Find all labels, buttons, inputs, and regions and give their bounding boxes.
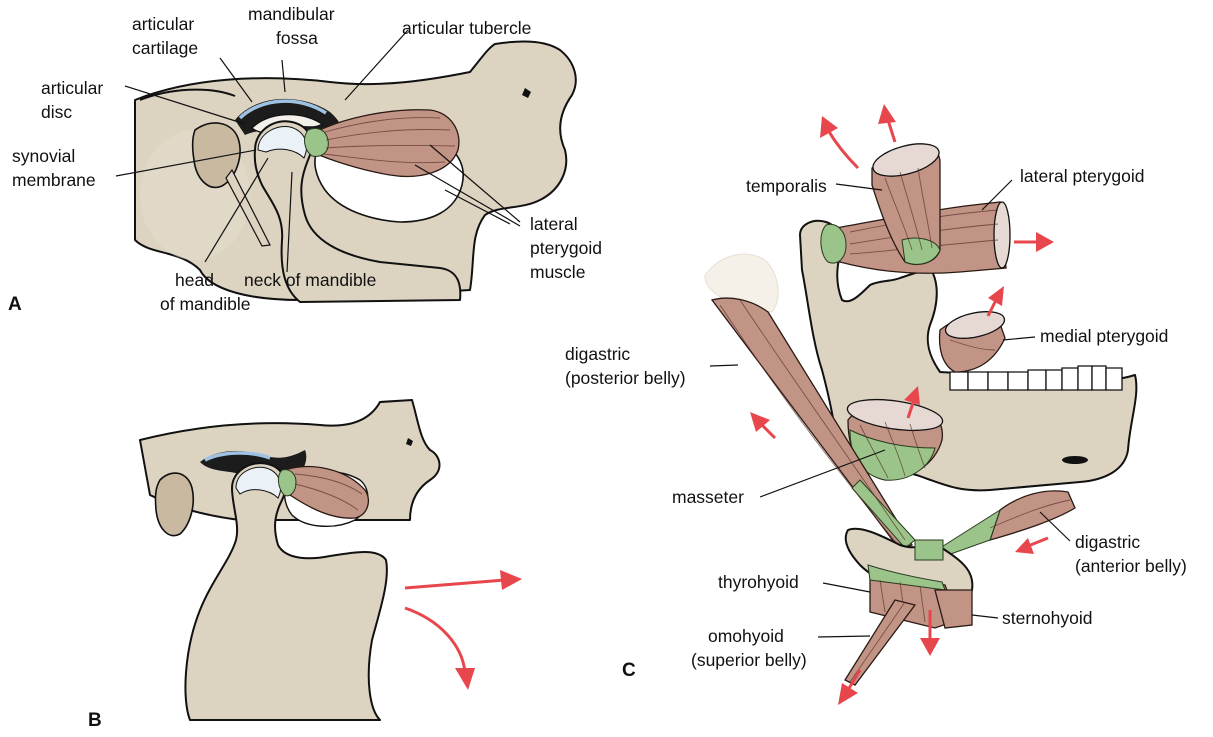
label-head-of-mandible-l2: of mandible bbox=[160, 294, 250, 314]
movement-arrows-b bbox=[405, 570, 522, 690]
panel-letter-c: C bbox=[622, 660, 636, 681]
label-thyrohyoid: thyrohyoid bbox=[718, 572, 799, 592]
label-digastric-anterior-l2: (anterior belly) bbox=[1075, 556, 1187, 576]
label-articular-tubercle: articular tubercle bbox=[402, 18, 531, 38]
label-lateral-pterygoid-muscle-l1: lateral bbox=[530, 214, 578, 234]
label-lateral-pterygoid: lateral pterygoid bbox=[1020, 166, 1145, 186]
label-neck-of-mandible: neck of mandible bbox=[244, 270, 376, 290]
label-medial-pterygoid: medial pterygoid bbox=[1040, 326, 1168, 346]
panel-a-illustration bbox=[116, 30, 576, 302]
hyoid-tendon-c bbox=[915, 540, 943, 560]
label-masseter: masseter bbox=[672, 487, 744, 507]
teeth-c bbox=[950, 366, 1122, 390]
medial-pterygoid-muscle-c bbox=[940, 307, 1007, 372]
label-articular-cartilage-l1: articular bbox=[132, 14, 194, 34]
mental-foramen-c bbox=[1062, 456, 1088, 464]
ear-canal-region-b bbox=[155, 473, 193, 536]
label-mandibular-fossa-l2: fossa bbox=[276, 28, 318, 48]
label-lateral-pterygoid-muscle-l2: pterygoid bbox=[530, 238, 602, 258]
label-sternohyoid: sternohyoid bbox=[1002, 608, 1092, 628]
label-temporalis: temporalis bbox=[746, 176, 827, 196]
label-mandibular-fossa-l1: mandibular bbox=[248, 4, 335, 24]
label-synovial-membrane-l2: membrane bbox=[12, 170, 96, 190]
panel-letter-a: A bbox=[8, 294, 22, 315]
digastric-anterior-belly-c bbox=[940, 491, 1075, 556]
label-digastric-posterior-l1: digastric bbox=[565, 344, 630, 364]
label-articular-disc-l1: articular bbox=[41, 78, 103, 98]
label-synovial-membrane-l1: synovial bbox=[12, 146, 75, 166]
label-head-of-mandible-l1: head bbox=[175, 270, 214, 290]
label-articular-cartilage-l2: cartilage bbox=[132, 38, 198, 58]
label-lateral-pterygoid-muscle-l3: muscle bbox=[530, 262, 585, 282]
label-omohyoid-l2: (superior belly) bbox=[691, 650, 807, 670]
label-articular-disc-l2: disc bbox=[41, 102, 72, 122]
label-omohyoid-l1: omohyoid bbox=[708, 626, 784, 646]
label-digastric-posterior-l2: (posterior belly) bbox=[565, 368, 686, 388]
label-digastric-anterior-l1: digastric bbox=[1075, 532, 1140, 552]
panel-b-illustration bbox=[140, 400, 522, 720]
panel-letter-b: B bbox=[88, 710, 102, 731]
